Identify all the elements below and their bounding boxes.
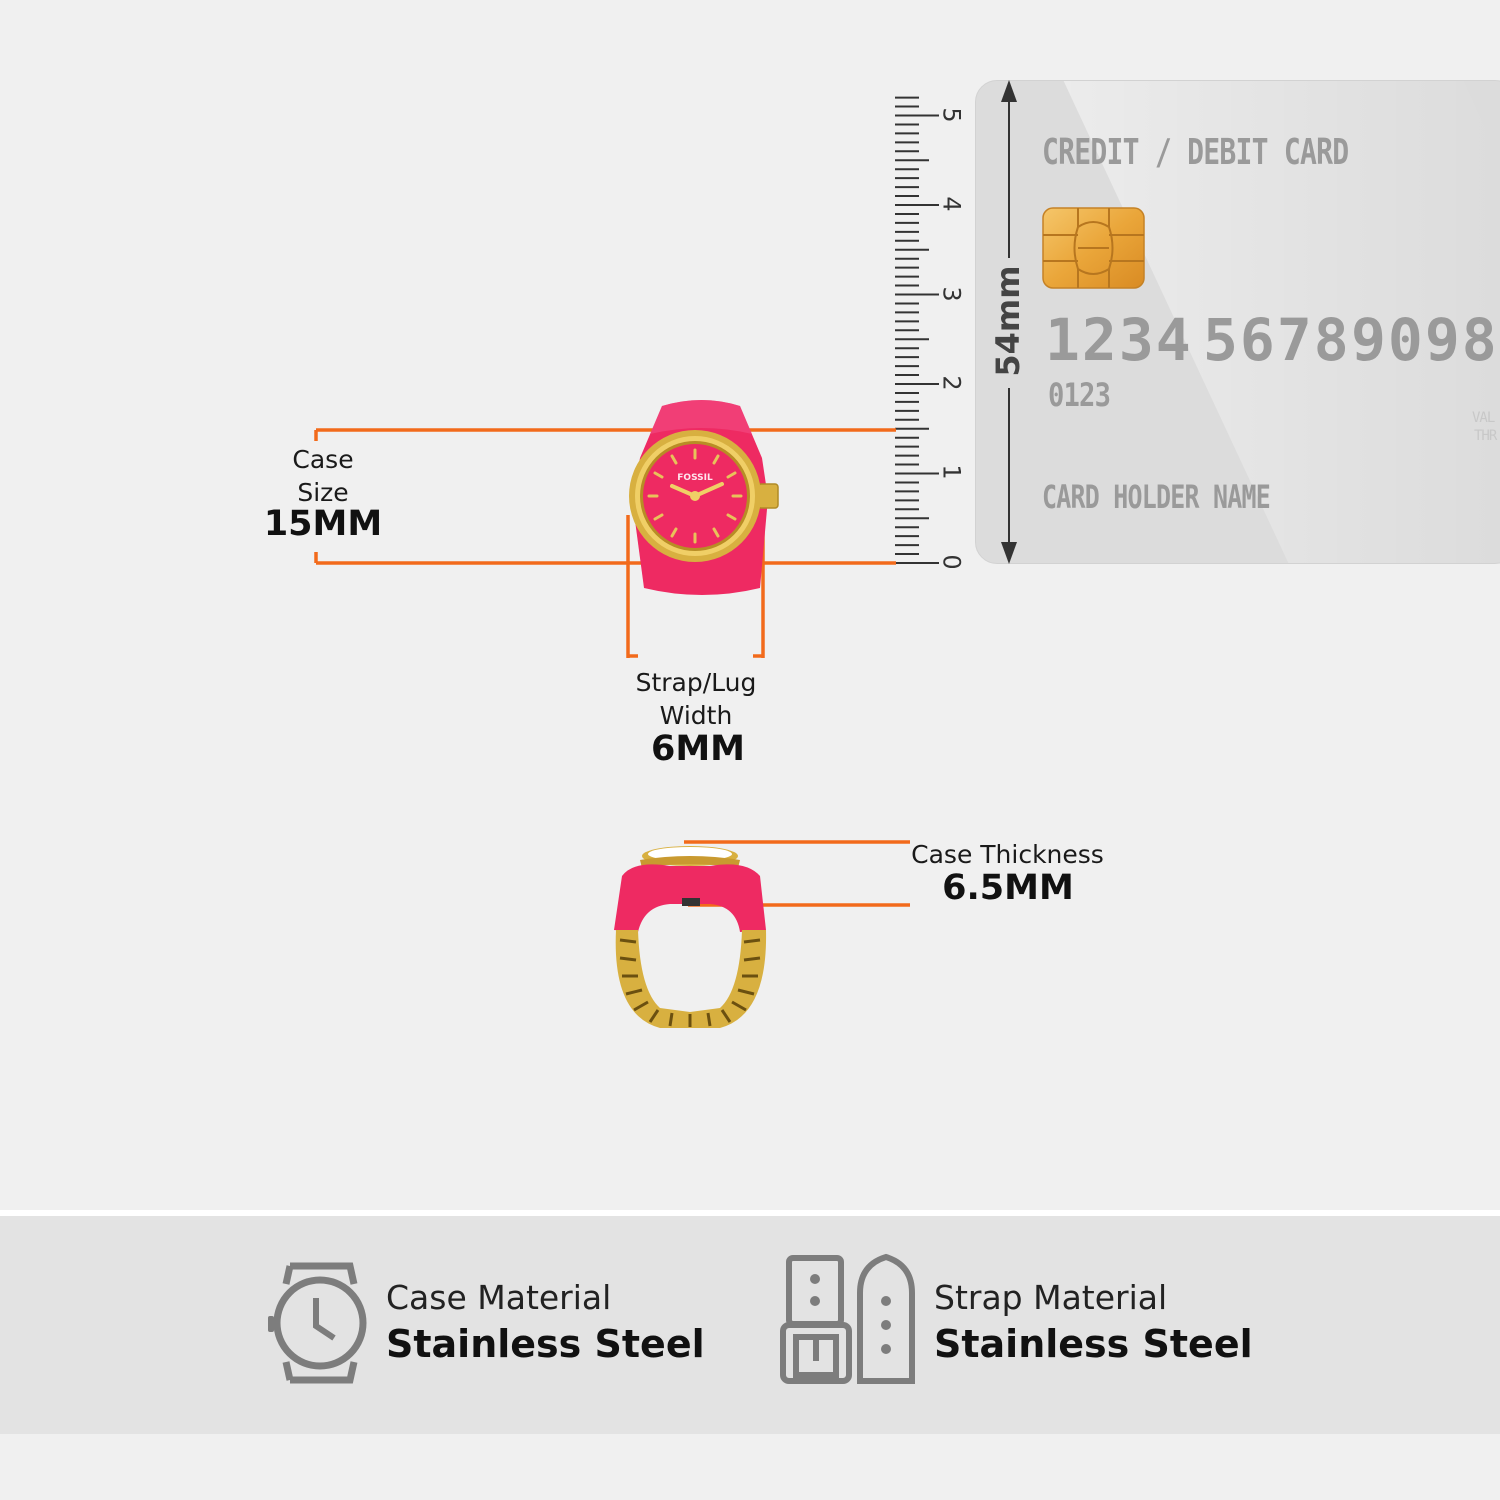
materials-band — [0, 1210, 1500, 1434]
card-number-1: 1234 — [1045, 306, 1193, 374]
card-valid-thru-1: VAL — [1472, 410, 1495, 426]
watch-brand: FOSSIL — [677, 473, 713, 483]
card-valid-thru-2: THR — [1474, 428, 1497, 444]
strap-width-label-1: Strap/Lug — [635, 668, 757, 697]
strap-buckle-icon — [780, 1253, 915, 1384]
ring-watch-front: FOSSIL — [629, 400, 779, 595]
strap-width-value: 6MM — [650, 729, 745, 769]
case-size-value: 15MM — [263, 504, 383, 544]
card-title: CREDIT / DEBIT CARD — [1042, 132, 1349, 173]
case-size-label-1: Case — [292, 445, 354, 474]
card-sub-number: 0123 — [1048, 376, 1111, 414]
case-material-label: Case Material — [386, 1278, 612, 1317]
case-thickness-value: 6.5MM — [942, 868, 1074, 908]
sim-chip-icon — [1042, 207, 1145, 289]
card-height-label-bg — [990, 258, 1030, 388]
case-thickness-label: Case Thickness — [911, 840, 1104, 869]
case-material-value: Stainless Steel — [386, 1322, 705, 1366]
card-number-2: 5678 — [1203, 306, 1351, 374]
strap-width-label-2: Width — [659, 701, 733, 730]
strap-material-label: Strap Material — [934, 1278, 1168, 1317]
card-number-3: 9098 — [1351, 306, 1499, 374]
ring-watch-side — [614, 846, 767, 1028]
card-holder-name: CARD HOLDER NAME — [1042, 478, 1271, 516]
ruler — [895, 96, 939, 564]
case-size-label-2: Size — [297, 478, 349, 507]
watch-outline-icon — [268, 1262, 367, 1384]
strap-material-value: Stainless Steel — [934, 1322, 1253, 1366]
credit-card — [975, 80, 1500, 564]
